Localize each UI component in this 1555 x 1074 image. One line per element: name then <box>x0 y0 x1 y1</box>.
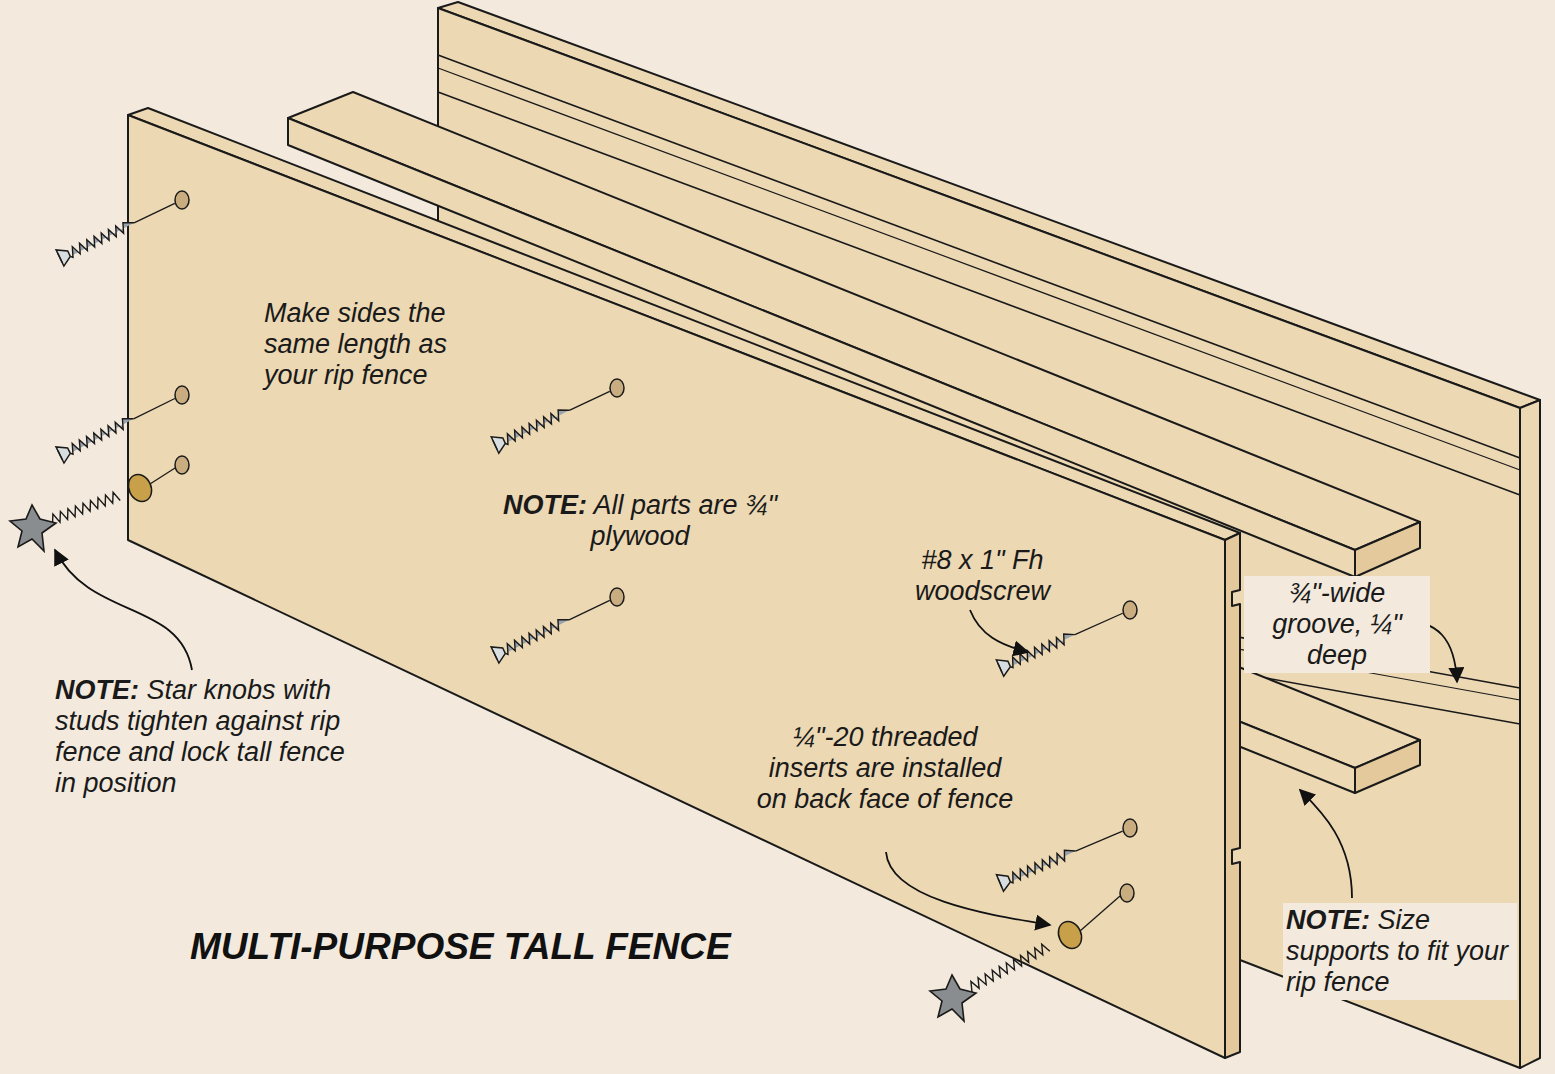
screw-hole <box>610 379 624 397</box>
screw-slot <box>998 878 1002 887</box>
note-label: #8 x 1" Fh woodscrew <box>890 545 1075 607</box>
threaded-insert <box>1054 918 1086 953</box>
screw-thread <box>1010 850 1075 883</box>
note-label: NOTE: All parts are ¾" plywood <box>490 490 790 552</box>
knob-stud <box>971 944 1050 992</box>
screw-hole <box>175 456 189 474</box>
screw-thread <box>70 223 134 258</box>
leader-line <box>150 468 175 484</box>
leader-arrow <box>1300 790 1352 898</box>
star-knob <box>930 975 976 1021</box>
screw-head <box>56 447 70 463</box>
note-label: NOTE: Star knobs with studs tighten agai… <box>55 675 345 799</box>
leader-arrow <box>55 550 192 670</box>
leader-line <box>569 391 609 410</box>
screw-head <box>997 875 1011 892</box>
note-label: Make sides the same length as your rip f… <box>264 298 504 391</box>
leader-arrow <box>886 852 1050 925</box>
note-prefix: NOTE: <box>1286 905 1370 935</box>
leader-line <box>569 600 610 619</box>
screw-head <box>56 250 70 266</box>
screw-hole <box>1123 601 1137 619</box>
star-knob <box>10 505 56 551</box>
note-label: ¾"-wide groove, ¼" deep <box>1244 576 1430 673</box>
screw-hole <box>1120 884 1134 902</box>
note-prefix: NOTE: <box>503 490 587 520</box>
screw-hole <box>1123 819 1137 837</box>
threaded-insert <box>124 471 156 506</box>
screw-hole <box>175 191 189 209</box>
screw-slot <box>58 253 62 262</box>
screw-head <box>491 437 505 453</box>
front-panel-face <box>128 115 1225 1058</box>
screw-thread <box>505 410 569 445</box>
note-prefix: NOTE: <box>55 675 139 705</box>
diagram-title: MULTI-PURPOSE TALL FENCE <box>190 926 731 968</box>
screw-hole <box>610 588 624 606</box>
screw-slot <box>493 440 497 449</box>
lower-support-end <box>1355 740 1420 793</box>
screw-thread <box>1010 634 1075 668</box>
knob-stud <box>53 492 121 525</box>
upper-support-end <box>1355 522 1420 577</box>
screw-hole <box>175 386 189 404</box>
screw-thread <box>505 620 569 655</box>
leader-arrow <box>970 610 1028 652</box>
leader-line <box>1075 613 1123 634</box>
leader-line <box>1080 896 1120 931</box>
screw-thread <box>70 419 133 455</box>
leader-line <box>134 203 175 222</box>
screw-head <box>491 647 505 663</box>
note-label: NOTE: Size supports to fit your rip fenc… <box>1283 903 1517 1000</box>
hardware <box>10 191 1137 1021</box>
screw-slot <box>58 451 62 460</box>
screw-head <box>996 660 1010 676</box>
leader-line <box>134 399 175 419</box>
note-label: ¼"-20 threaded inserts are installed on … <box>750 722 1020 815</box>
screw-slot <box>998 663 1002 672</box>
leader-line <box>1076 831 1123 851</box>
front-panel-end <box>1225 533 1240 1058</box>
screw-slot <box>493 650 497 659</box>
back-panel-end <box>1520 400 1540 1068</box>
